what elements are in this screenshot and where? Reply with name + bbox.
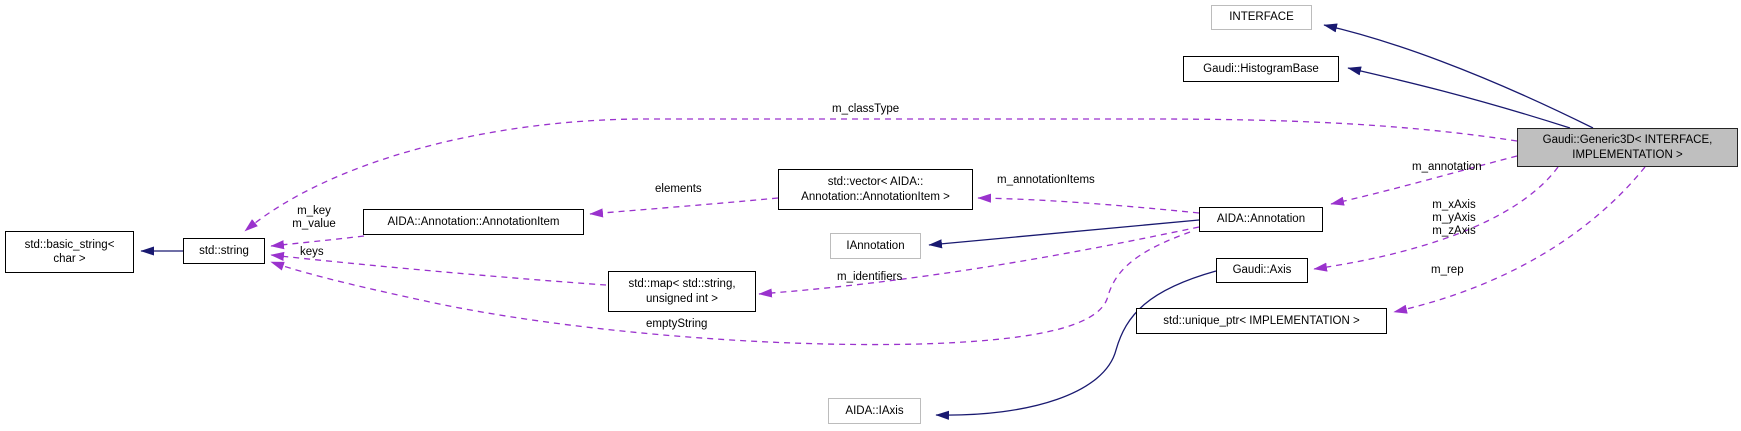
edge-usage-m-key-value (270, 235, 365, 250)
node-generic3d[interactable]: Gaudi::Generic3D< INTERFACE, IMPLEMENTAT… (1517, 128, 1738, 167)
edge-usage-m-classtype (244, 118, 1518, 232)
node-axis[interactable]: Gaudi::Axis (1216, 258, 1308, 283)
node-vector[interactable]: std::vector< AIDA:: Annotation::Annotati… (778, 169, 973, 210)
node-annotation-item[interactable]: AIDA::Annotation::AnnotationItem (363, 209, 584, 235)
edge-usage-m-annotationitems (977, 193, 1200, 214)
node-string[interactable]: std::string (183, 238, 265, 264)
edge-label-m-classtype: m_classType (832, 103, 900, 115)
edge-label-m-annotationitems: m_annotationItems (997, 174, 1095, 186)
node-histogram-base[interactable]: Gaudi::HistogramBase (1183, 56, 1339, 82)
edge-inherit-annotation-iannotation (928, 219, 1200, 249)
node-map[interactable]: std::map< std::string, unsigned int > (608, 271, 756, 312)
edge-usage-emptystring (270, 231, 1191, 346)
edge-label-keys: keys (300, 246, 324, 258)
node-annotation[interactable]: AIDA::Annotation (1199, 207, 1323, 232)
edge-label-m-identifiers: m_identifiers (837, 271, 903, 283)
node-unique-ptr[interactable]: std::unique_ptr< IMPLEMENTATION > (1136, 308, 1387, 334)
edge-label-m-axes: m_xAxis m_yAxis m_zAxis (1432, 199, 1476, 238)
edge-inherit-axis-iaxis (935, 270, 1217, 420)
edge-label-m-key-value: m_key m_value (292, 205, 336, 231)
edge-usage-keys (270, 251, 607, 286)
node-iannotation[interactable]: IAnnotation (830, 233, 921, 259)
edge-usage-elements (589, 197, 779, 218)
edge-label-elements: elements (655, 183, 702, 195)
edge-usage-m-axes (1313, 166, 1559, 272)
edge-usage-m-annotation (1330, 155, 1518, 206)
edge-inherit-generic3d-interface (1323, 23, 1594, 129)
node-basic-string[interactable]: std::basic_string< char > (5, 231, 134, 273)
edge-usage-m-identifiers (758, 226, 1200, 298)
edge-inherit-generic3d-histogrambase (1347, 66, 1571, 129)
node-interface[interactable]: INTERFACE (1211, 5, 1312, 30)
edge-label-emptystring: emptyString (646, 318, 708, 330)
edge-usage-m-rep (1393, 166, 1646, 314)
node-iaxis[interactable]: AIDA::IAxis (828, 398, 921, 424)
edge-label-m-rep: m_rep (1431, 264, 1464, 276)
edge-label-m-annotation: m_annotation (1412, 161, 1482, 173)
